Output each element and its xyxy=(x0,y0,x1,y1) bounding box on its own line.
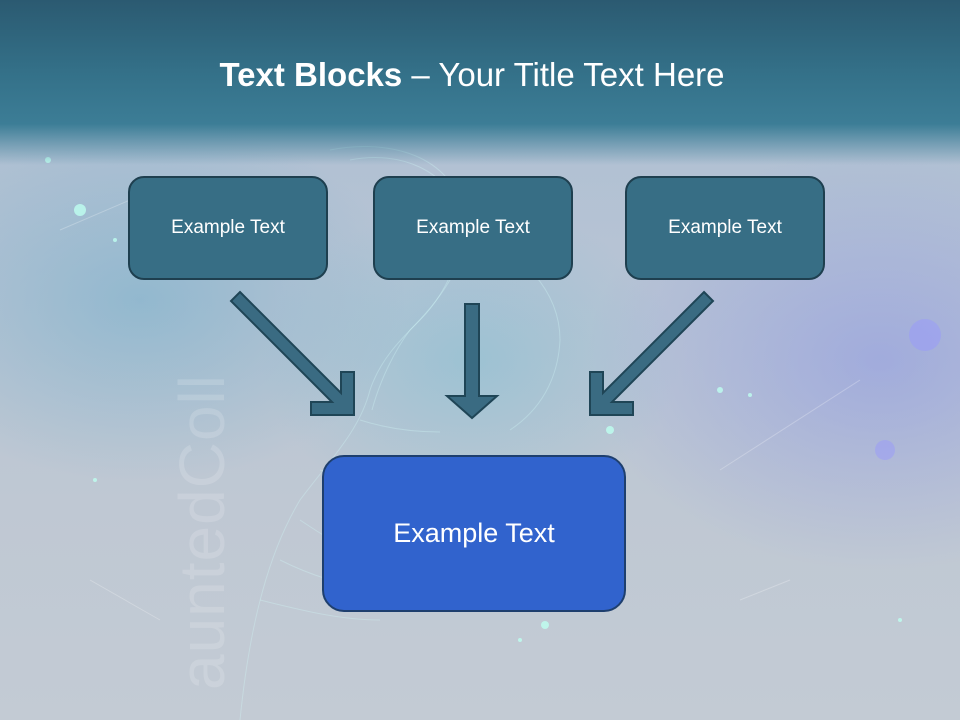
header-band xyxy=(0,0,960,165)
text-box-left-label: Example Text xyxy=(171,217,285,238)
arrow-right xyxy=(589,290,715,416)
arrow-middle xyxy=(444,303,500,420)
text-box-middle-label: Example Text xyxy=(416,217,530,238)
text-box-bottom-label: Example Text xyxy=(393,518,555,548)
title-bold: Text Blocks xyxy=(219,56,403,93)
text-box-right-label: Example Text xyxy=(668,217,782,238)
text-box-bottom[interactable]: Example Text xyxy=(322,455,626,612)
text-box-left[interactable]: Example Text xyxy=(128,176,328,280)
text-box-middle[interactable]: Example Text xyxy=(373,176,573,280)
text-box-right[interactable]: Example Text xyxy=(625,176,825,280)
title-rest: – Your Title Text Here xyxy=(402,56,725,93)
arrow-left xyxy=(229,290,355,416)
slide-title: Text Blocks – Your Title Text Here xyxy=(0,56,944,94)
